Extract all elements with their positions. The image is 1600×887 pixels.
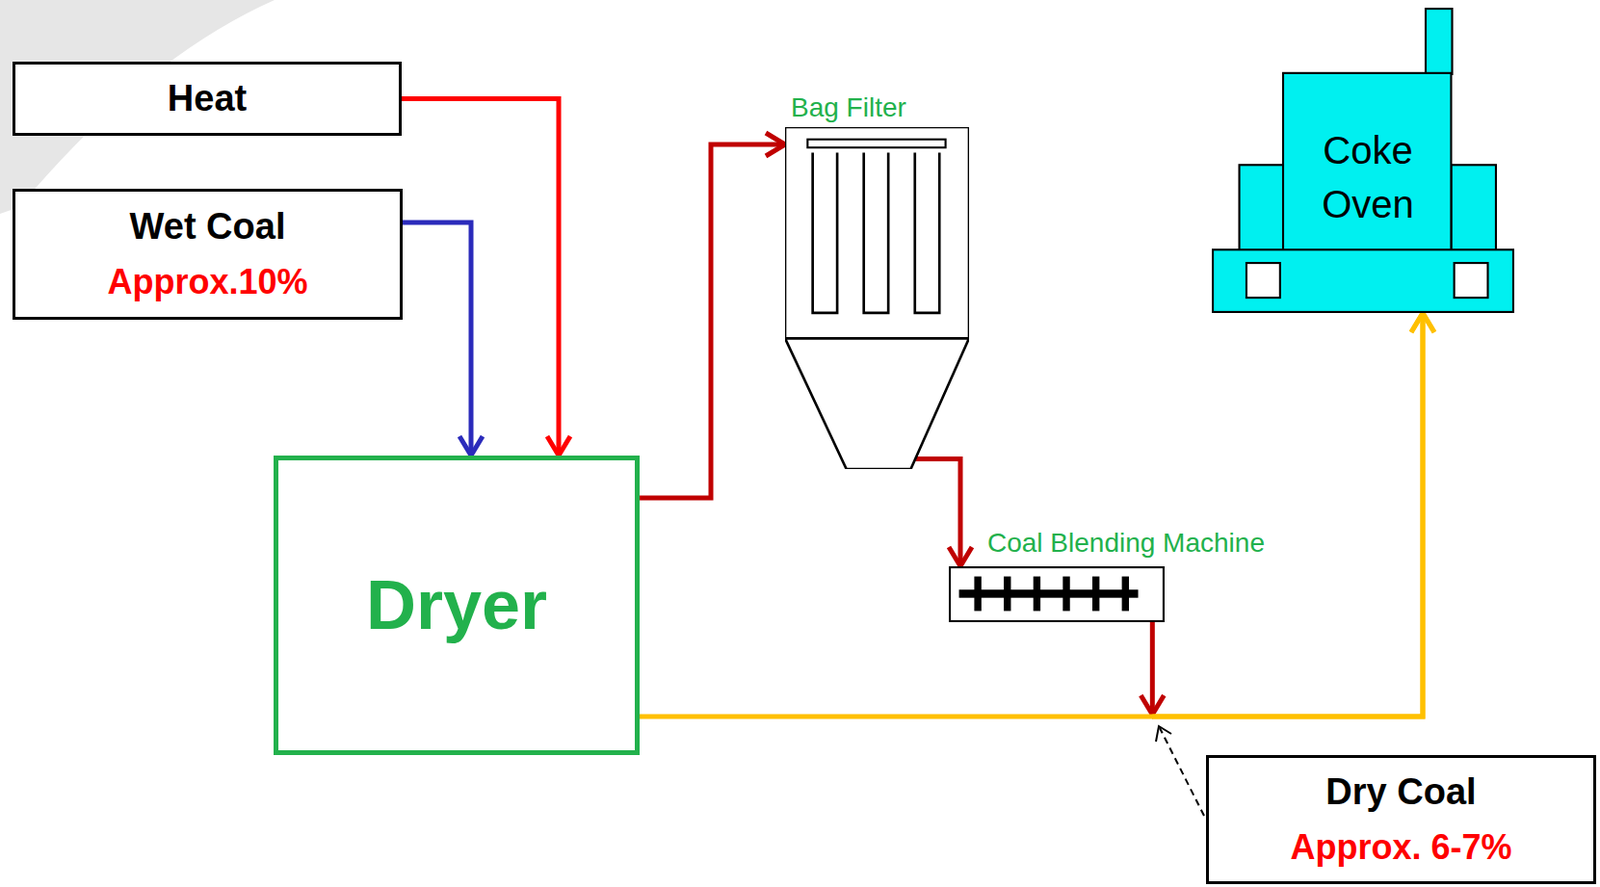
connector-line (402, 222, 472, 456)
arrow-head (765, 132, 786, 157)
node-label: Heat (167, 78, 247, 121)
process-box: Dryer (273, 455, 640, 756)
connector-line (401, 99, 559, 457)
connector-line (1152, 313, 1423, 717)
flow-connector (401, 99, 571, 457)
input-box: Wet CoalApprox.10% (12, 188, 403, 320)
blending-machine: Coal Blending Machine (948, 566, 1165, 623)
flow-connector (639, 132, 786, 499)
arrow-head (1411, 313, 1435, 333)
arrow-head (547, 436, 571, 456)
node-label: Coke Oven (1300, 123, 1436, 232)
flow-connector (1140, 313, 1435, 717)
node-label: Bag Filter (790, 92, 907, 124)
flow-connector (911, 458, 972, 567)
input-box: Heat (12, 61, 402, 136)
callout-leader (1155, 726, 1205, 816)
bag-filter-shape (785, 127, 970, 470)
connector-line (639, 313, 1423, 717)
moisture-value: Approx.10% (106, 262, 308, 302)
connector-line (639, 144, 786, 499)
output-box: Dry CoalApprox. 6-7% (1206, 755, 1597, 885)
arrow-head (948, 547, 972, 567)
flow-connector (639, 313, 1435, 717)
arrow-head (1140, 695, 1164, 715)
bag-filter: Bag Filter (785, 127, 970, 470)
coke-oven: Coke Oven (1211, 7, 1515, 314)
node-label: Wet Coal (130, 206, 287, 249)
node-label: Dryer (366, 565, 548, 646)
blending-machine-shape (948, 566, 1165, 623)
arrow-head (459, 436, 483, 456)
moisture-value: Approx. 6-7% (1289, 827, 1512, 867)
node-label: Coal Blending Machine (987, 527, 1265, 559)
node-label: Dry Coal (1325, 771, 1476, 814)
connector-line (1150, 622, 1155, 715)
flow-connector (402, 222, 483, 456)
